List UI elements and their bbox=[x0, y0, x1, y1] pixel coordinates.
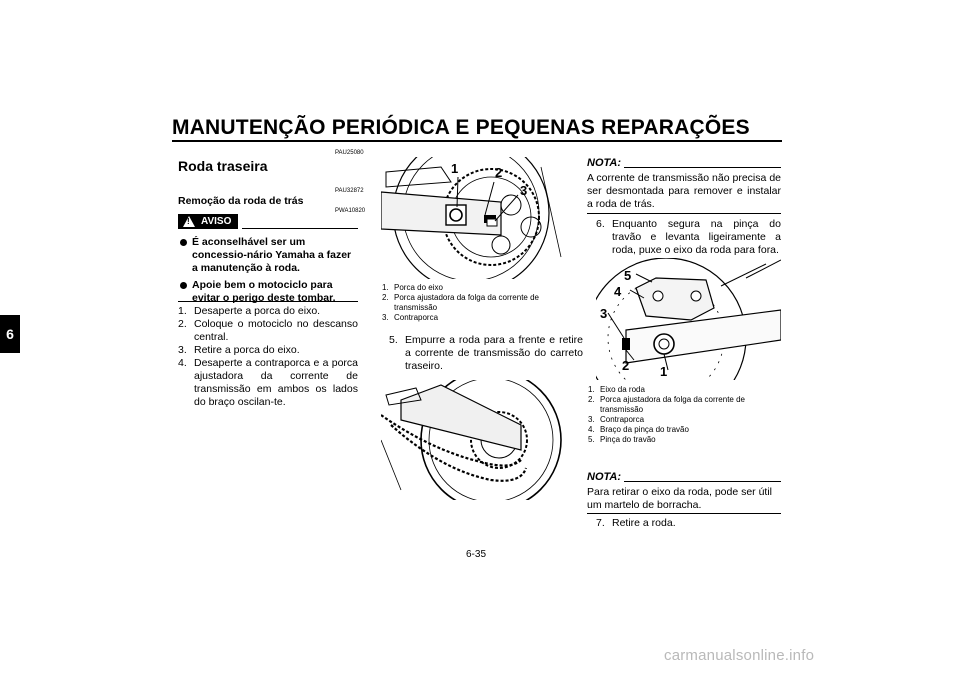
bullet-icon bbox=[180, 282, 187, 289]
reference-code: PAU25080 bbox=[335, 150, 364, 156]
caption-item: 3.Contraporca bbox=[588, 415, 645, 424]
figure1-captions: 1.Porca do eixo 2.Porca ajustadora da fo… bbox=[382, 283, 577, 323]
page-title: MANUTENÇÃO PERIÓDICA E PEQUENAS REPARAÇÕ… bbox=[172, 116, 750, 139]
step-item: 4.Desaperte a contraporca e a porca ajus… bbox=[178, 357, 358, 408]
watermark: carmanualsonline.info bbox=[664, 647, 815, 664]
step-item: 1.Desaperte a porca do eixo. bbox=[178, 305, 321, 317]
figure-axle-removal: 5 4 3 2 1 bbox=[596, 258, 781, 380]
warning-badge: ! AVISO bbox=[178, 214, 238, 229]
callout-5: 5 bbox=[624, 268, 632, 283]
axle-removal-illustration bbox=[596, 258, 781, 380]
warning-list: É aconselhável ser um concessio-nário Ya… bbox=[178, 236, 358, 305]
steps-list: 1.Desaperte a porca do eixo. 2.Coloque o… bbox=[178, 305, 358, 409]
step-item: 3.Retire a porca do eixo. bbox=[178, 344, 300, 356]
nota-rule bbox=[624, 481, 781, 482]
step5: 5.Empurre a roda para a frente e retire … bbox=[382, 334, 583, 373]
rear-wheel-axle-illustration bbox=[381, 157, 562, 279]
nota-rule bbox=[624, 167, 781, 168]
caption-item: 1.Eixo da roda bbox=[588, 385, 645, 394]
caption-item: 5.Pinça do travão bbox=[588, 435, 656, 444]
callout-2: 2 bbox=[495, 165, 503, 180]
figure-axle-nut: 1 2 3 bbox=[381, 157, 576, 279]
warning-label: AVISO bbox=[201, 216, 232, 227]
callout-1: 1 bbox=[451, 161, 459, 176]
nota-end-rule bbox=[587, 213, 781, 214]
nota-end-rule bbox=[587, 513, 781, 514]
figure-chain-removal bbox=[381, 380, 576, 500]
subsection-heading: Remoção da roda de trás bbox=[178, 195, 304, 207]
step-item: 5.Empurre a roda para a frente e retire … bbox=[389, 334, 583, 372]
chapter-tab: 6 bbox=[0, 315, 20, 353]
caption-item: 1.Porca do eixo bbox=[382, 283, 443, 292]
callout-2: 2 bbox=[622, 358, 630, 373]
warning-end-rule bbox=[178, 301, 358, 302]
caption-item: 2.Porca ajustadora da folga da corrente … bbox=[382, 293, 539, 312]
page-number: 6-35 bbox=[466, 549, 487, 560]
bullet-icon bbox=[180, 239, 187, 246]
callout-4: 4 bbox=[614, 284, 622, 299]
callout-1: 1 bbox=[660, 364, 668, 379]
reference-code: PWA10820 bbox=[335, 208, 366, 214]
step-item: 6.Enquanto segura na pinça do travão e l… bbox=[596, 218, 781, 256]
chain-removal-illustration bbox=[381, 380, 562, 500]
nota-label: NOTA: bbox=[587, 471, 622, 483]
nota-text: Para retirar o eixo da roda, pode ser út… bbox=[587, 486, 773, 511]
callout-3: 3 bbox=[600, 306, 608, 321]
warning-rule bbox=[242, 228, 358, 229]
warning-item: É aconselhável ser um concessio-nário Ya… bbox=[178, 236, 358, 275]
step-item: 7.Retire a roda. bbox=[596, 517, 676, 529]
warning-triangle-icon: ! bbox=[183, 216, 195, 227]
step6: 6.Enquanto segura na pinça do travão e l… bbox=[596, 218, 781, 257]
section-heading: Roda traseira bbox=[178, 158, 268, 174]
title-rule bbox=[172, 140, 782, 142]
caption-item: 3.Contraporca bbox=[382, 313, 439, 322]
callout-3: 3 bbox=[520, 183, 528, 198]
nota-text: A corrente de transmissão não precisa de… bbox=[587, 172, 781, 210]
caption-item: 2.Porca ajustadora da folga da corrente … bbox=[588, 395, 745, 414]
caption-item: 4.Braço da pinça do travão bbox=[588, 425, 689, 434]
reference-code: PAU32872 bbox=[335, 188, 364, 194]
step-item: 2.Coloque o motociclo no descanso centra… bbox=[178, 318, 358, 343]
step7: 7.Retire a roda. bbox=[596, 517, 781, 530]
nota-label: NOTA: bbox=[587, 157, 622, 169]
figure3-captions: 1.Eixo da roda 2.Porca ajustadora da fol… bbox=[588, 385, 781, 445]
